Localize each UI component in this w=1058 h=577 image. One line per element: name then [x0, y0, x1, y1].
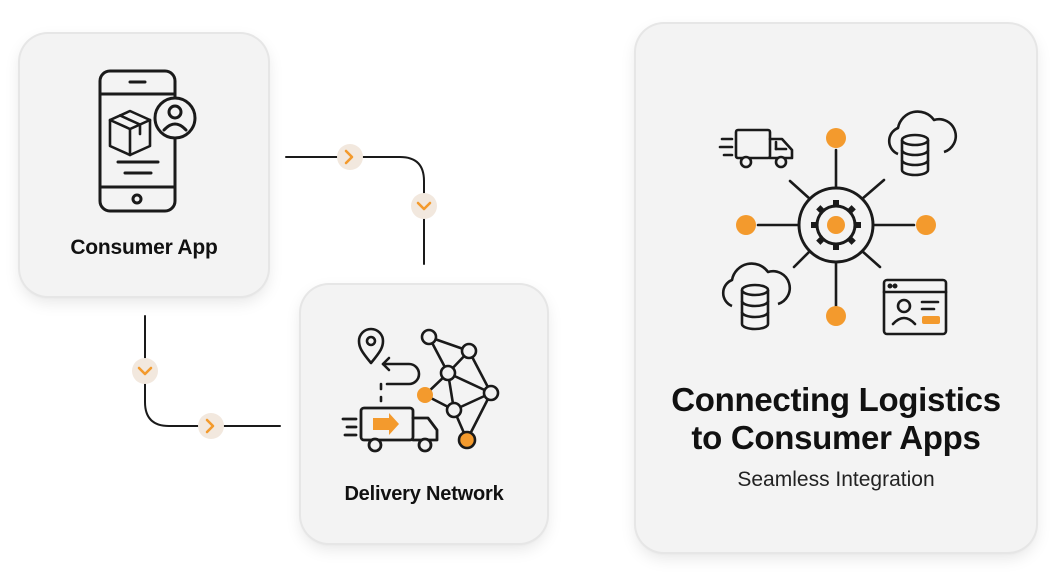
route-arrow-icon [379, 356, 421, 403]
integration-hub-card[interactable]: Connecting Logistics to Consumer Apps Se… [636, 24, 1036, 552]
title-line-1: Connecting Logistics [671, 381, 1001, 418]
title-line-2: to Consumer Apps [691, 419, 981, 456]
connector-consumer-to-delivery-bottom [144, 315, 281, 427]
network-graph-icon [417, 328, 500, 450]
integration-hub-illustration [718, 110, 957, 336]
chevron-down-icon [411, 193, 437, 219]
delivery-truck-icon [341, 406, 439, 453]
chevron-right-icon [198, 413, 224, 439]
delivery-network-illustration [341, 327, 500, 453]
hub-nodes [736, 128, 936, 326]
smartphone-icon [98, 69, 197, 213]
location-pin-icon [357, 327, 385, 365]
card-title: Delivery Network [344, 483, 504, 505]
package-icon [108, 109, 152, 157]
cloud-database-icon [887, 110, 957, 177]
delivery-truck-icon [718, 128, 794, 169]
subtitle: Seamless Integration [737, 468, 935, 491]
cloud-database-icon [721, 262, 791, 331]
chevron-right-icon [337, 144, 363, 170]
page-title: Connecting Logistics to Consumer Apps [636, 381, 1036, 457]
delivery-network-card[interactable]: Delivery Network [301, 285, 547, 543]
chevron-down-icon [132, 358, 158, 384]
gear-icon [797, 186, 875, 264]
connector-consumer-to-delivery-top [285, 156, 425, 265]
user-icon [153, 96, 197, 140]
card-title: Consumer App [70, 236, 218, 259]
browser-profile-icon [882, 278, 948, 336]
consumer-app-card[interactable]: Consumer App [20, 34, 268, 296]
